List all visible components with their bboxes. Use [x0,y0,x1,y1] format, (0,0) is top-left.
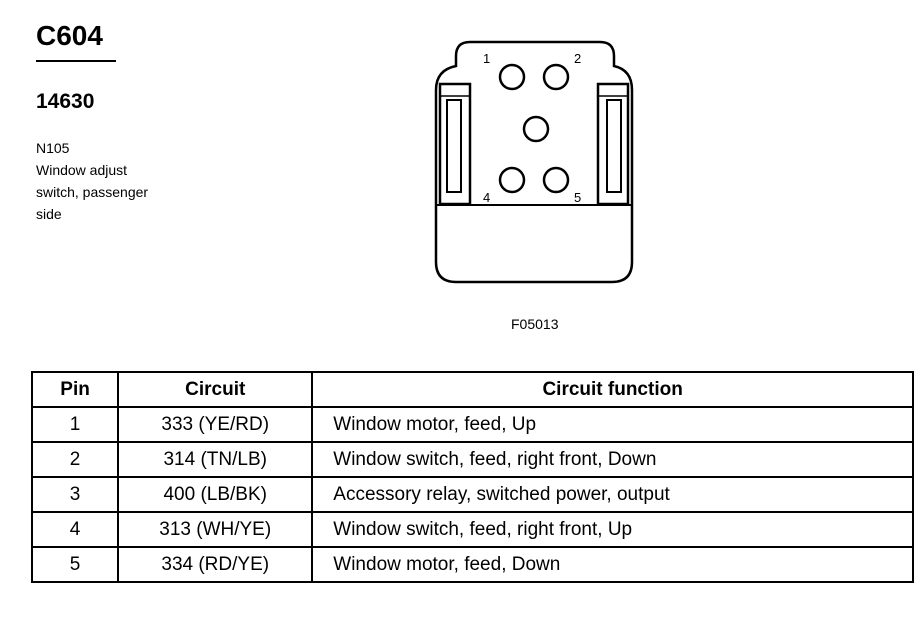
table-row: 1 333 (YE/RD) Window motor, feed, Up [30,406,914,443]
cell-pin: 5 [30,546,120,583]
cell-function: Window motor, feed, Up [311,406,914,443]
left-latch-inner [446,99,462,193]
pin-cavity-2 [542,63,570,91]
right-latch-outer [596,82,630,206]
pin-cavity-1 [498,63,526,91]
connector-id-underline [36,60,116,62]
description-line: switch, passenger [36,184,149,200]
pin-label-5: 5 [574,190,581,205]
cell-circuit: 400 (LB/BK) [117,476,314,513]
description-line: N105 [36,140,70,156]
description-line: Window adjust [36,162,128,178]
header-function: Circuit function [311,371,914,408]
cell-circuit: 313 (WH/YE) [117,511,314,548]
pin-cavity-5 [542,166,570,194]
cell-circuit: 333 (YE/RD) [117,406,314,443]
cell-circuit: 314 (TN/LB) [117,441,314,478]
part-number: 14630 [36,90,95,113]
pin-label-4: 4 [483,190,490,205]
pin-label-2: 2 [574,51,581,66]
pin-cavity-4 [498,166,526,194]
table-row: 4 313 (WH/YE) Window switch, feed, right… [30,511,914,548]
table-header-row: Pin Circuit Circuit function [30,371,914,408]
connector-face-diagram: 1 2 4 5 [434,40,634,284]
connector-housing [434,40,634,284]
left-latch-outer [438,82,472,206]
connector-id: C604 [36,20,103,51]
cell-function: Window motor, feed, Down [311,546,914,583]
description-line: side [36,206,62,222]
right-latch-inner [606,99,622,193]
pin-table: Pin Circuit Circuit function 1 333 (YE/R… [30,371,914,583]
cell-pin: 1 [30,406,120,443]
pin-cavity-3 [522,115,550,143]
cell-pin: 2 [30,441,120,478]
table-row: 5 334 (RD/YE) Window motor, feed, Down [30,546,914,583]
figure-code: F05013 [511,316,559,332]
cell-circuit: 334 (RD/YE) [117,546,314,583]
table-row: 2 314 (TN/LB) Window switch, feed, right… [30,441,914,478]
cell-pin: 3 [30,476,120,513]
cell-function: Accessory relay, switched power, output [311,476,914,513]
connector-description: N105 Window adjust switch, passenger sid… [36,137,148,225]
header-pin: Pin [30,371,120,408]
cell-function: Window switch, feed, right front, Up [311,511,914,548]
table-row: 3 400 (LB/BK) Accessory relay, switched … [30,476,914,513]
cell-pin: 4 [30,511,120,548]
pin-label-1: 1 [483,51,490,66]
cell-function: Window switch, feed, right front, Down [311,441,914,478]
header-circuit: Circuit [117,371,314,408]
